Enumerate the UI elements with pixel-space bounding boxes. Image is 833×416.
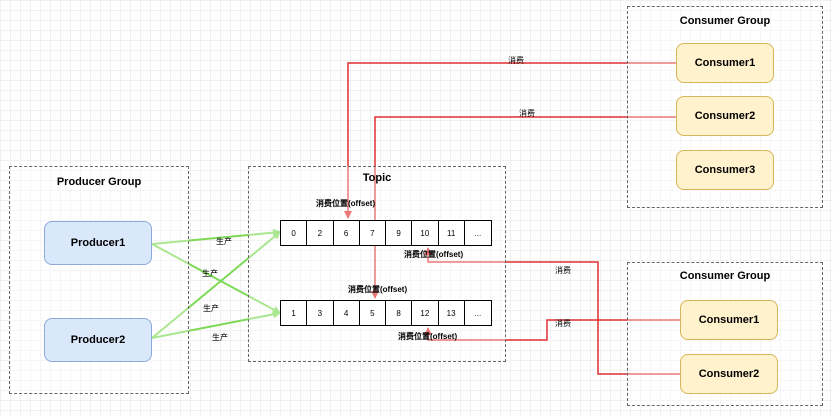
queue-1-cell: 10 xyxy=(412,221,439,245)
queue-2-cell: 3 xyxy=(307,301,334,325)
consumer3-top-node[interactable]: Consumer3 xyxy=(676,150,774,190)
produce-arrow-p2-q1 xyxy=(151,231,281,339)
produce-label: 生产 xyxy=(212,333,228,342)
produce-arrow-p2-q2 xyxy=(151,310,281,339)
queue-1: 0 2 6 7 9 10 11 ... xyxy=(280,220,492,246)
queue-2-cell: 8 xyxy=(386,301,413,325)
produce-label: 生产 xyxy=(216,237,232,246)
produce-label: 生产 xyxy=(202,269,218,278)
queue-1-cell: 9 xyxy=(386,221,413,245)
queue-2-cell: 5 xyxy=(360,301,386,325)
consume-label: 消费 xyxy=(508,56,524,65)
produce-arrow-p1-q2 xyxy=(151,243,281,314)
queue-1-cell: 7 xyxy=(360,221,386,245)
queue-1-cell: 2 xyxy=(307,221,334,245)
queue-2-cell: ... xyxy=(474,308,482,318)
topic-title: Topic xyxy=(362,172,392,184)
queue-2-cell: 4 xyxy=(334,301,360,325)
queue-1-cell: 0 xyxy=(281,221,308,245)
queue-1-cell: ... xyxy=(474,228,482,238)
producer2-node[interactable]: Producer2 xyxy=(44,318,152,362)
consumer-group-bottom-title: Consumer Group xyxy=(679,270,771,282)
offset-label-q2-top: 消费位置(offset) xyxy=(348,285,408,294)
consume-label: 消费 xyxy=(555,319,571,328)
consumer1-bottom-node[interactable]: Consumer1 xyxy=(680,300,778,340)
offset-label-q1-bottom: 消费位置(offset) xyxy=(404,250,464,259)
consumer2-top-node[interactable]: Consumer2 xyxy=(676,96,774,136)
offset-label-q1-top: 消费位置(offset) xyxy=(316,199,376,208)
queue-2: 1 3 4 5 8 12 13 ... xyxy=(280,300,492,326)
consume-label: 消费 xyxy=(519,109,535,118)
offset-label-q2-bottom: 消费位置(offset) xyxy=(398,332,458,341)
producer1-node[interactable]: Producer1 xyxy=(44,221,152,265)
consumer2-bottom-node[interactable]: Consumer2 xyxy=(680,354,778,394)
produce-label: 生产 xyxy=(203,304,219,313)
consume-label: 消费 xyxy=(555,266,571,275)
queue-1-cell: 6 xyxy=(334,221,360,245)
producer-group-title: Producer Group xyxy=(56,176,142,188)
queue-2-cell: 12 xyxy=(412,301,439,325)
consumer1-top-node[interactable]: Consumer1 xyxy=(676,43,774,83)
consumer-group-top-title: Consumer Group xyxy=(679,15,771,27)
queue-2-cell: 1 xyxy=(281,301,308,325)
queue-2-cell: 13 xyxy=(439,301,465,325)
produce-arrow-p1-q1 xyxy=(151,228,281,245)
consume-arrow-bottom-c2 xyxy=(424,247,680,375)
topic-box: Topic xyxy=(248,166,506,362)
consume-arrow-bottom-c1 xyxy=(424,319,680,341)
queue-1-cell: 11 xyxy=(439,221,465,245)
